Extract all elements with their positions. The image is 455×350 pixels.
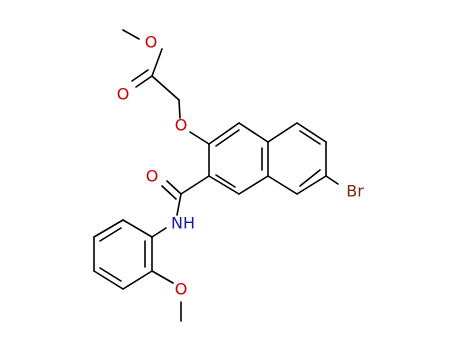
bond-ring-b-4: [296, 175, 327, 195]
bond-methyl-ester-o: [122, 29, 140, 40]
atom-label-o-methoxy-aryl: O: [175, 280, 188, 299]
atom-label-o-ether: O: [175, 116, 188, 135]
bond-ring-b-1: [267, 122, 298, 143]
bond-ring-a-2: [238, 122, 269, 143]
bond-ring-b-inner-1: [299, 130, 321, 145]
bond-ring-a-inner-3: [215, 174, 236, 188]
bond-n-phenyl: [151, 227, 167, 238]
bond-carbonyl-double-2: [131, 69, 149, 82]
bond-ring-c-5: [122, 270, 153, 290]
bond-carbonyl-ch2: [151, 75, 180, 101]
bond-ring-a-4: [238, 175, 269, 195]
bond-ester-o-carbonyl-c: [151, 48, 163, 77]
bond-ring-c-inner-2: [99, 267, 122, 282]
bond-ring-br: [325, 175, 339, 185]
atom-label-o-methoxy-ester: O: [145, 33, 158, 52]
bond-ring-b-2: [296, 122, 327, 143]
bond-amide-c-n: [176, 193, 182, 216]
atom-label-o-carbonyl-ester: O: [117, 85, 130, 104]
atom-label-nh: NH: [171, 214, 195, 233]
bond-ring-c-1: [122, 219, 153, 238]
bond-ring-c-methoxy-o: [151, 270, 174, 284]
bond-ring-b-inner-2: [299, 169, 321, 187]
bond-ring-c-inner-1: [99, 227, 122, 242]
bond-layer: [93, 29, 339, 322]
atom-label-o-amide: O: [146, 167, 159, 186]
bond-ring-c-2: [93, 219, 124, 238]
bond-ether-o-ring: [189, 131, 210, 145]
bond-ring-a-inner-1: [215, 129, 240, 147]
bond-ring-a-5: [208, 175, 240, 195]
bond-ring-c-4: [93, 270, 124, 290]
bond-amide-double-2: [161, 185, 177, 200]
bond-ring-a-1: [208, 122, 240, 145]
bond-carbonyl-double-1: [135, 75, 153, 88]
bond-ring-amide-c: [180, 175, 210, 195]
atom-label-layer: O O O O NH Br O: [117, 33, 364, 299]
atom-label-br: Br: [346, 182, 364, 201]
bond-ring-b-5: [267, 175, 298, 195]
bond-ch2-ether-o: [178, 99, 181, 119]
bond-amide-double-1: [166, 180, 182, 195]
